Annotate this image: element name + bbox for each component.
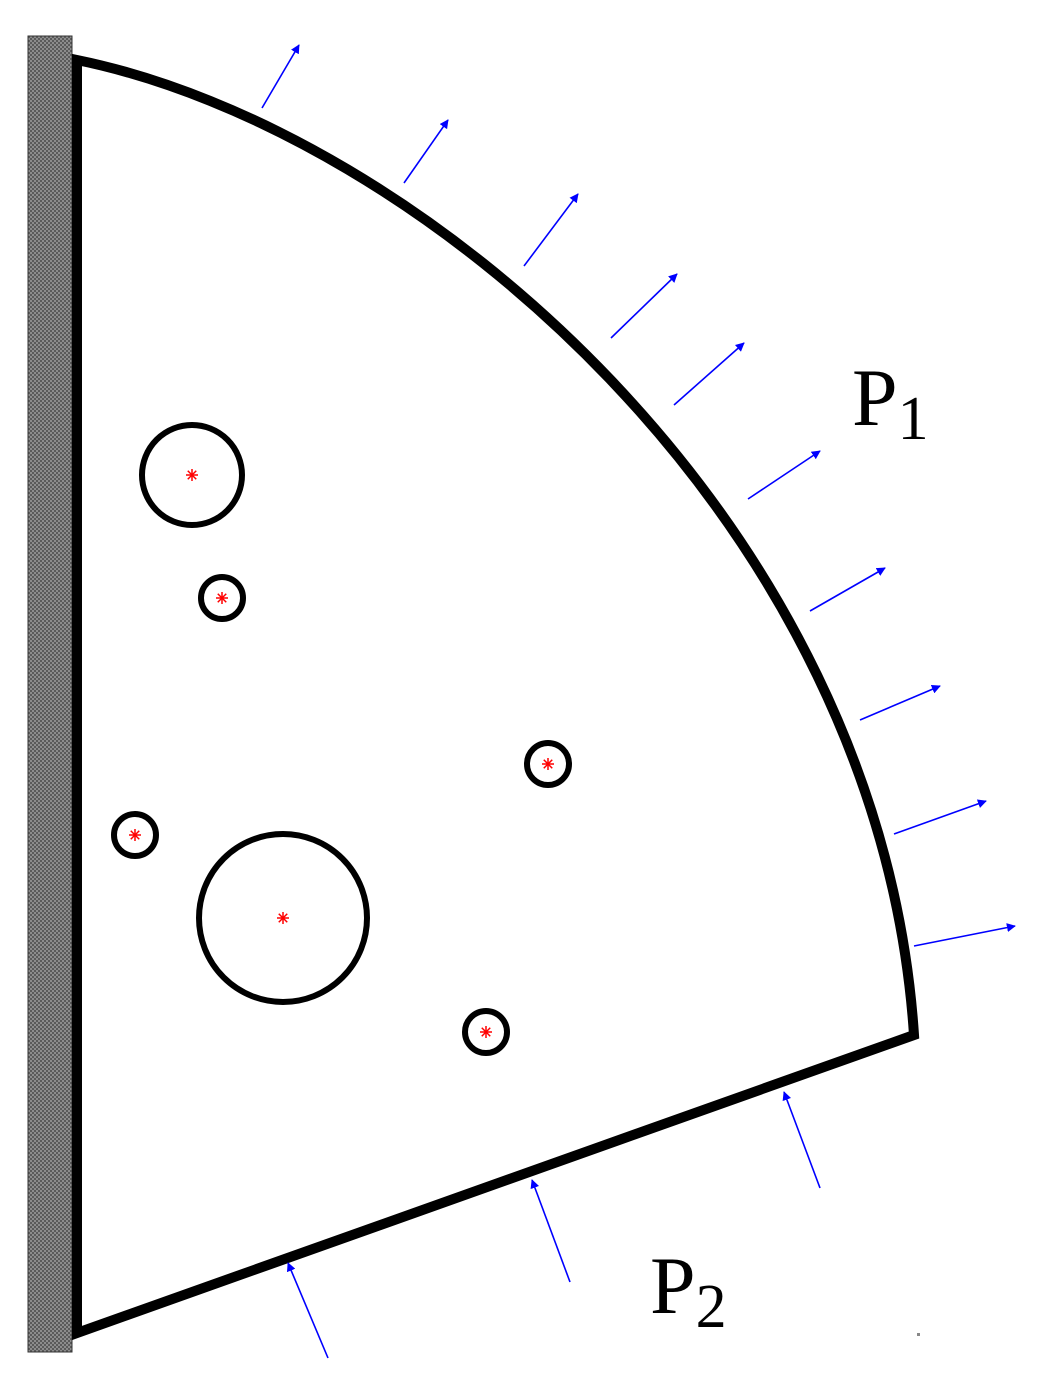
p1-arrow bbox=[261, 44, 300, 109]
asterisk-stroke bbox=[217, 593, 227, 603]
hole-large-lower bbox=[196, 831, 370, 1005]
hole-center-asterisk bbox=[542, 758, 554, 770]
p1-arrow bbox=[809, 567, 886, 612]
label-p2-main: P bbox=[650, 1240, 696, 1331]
hole-center-asterisk bbox=[480, 1026, 492, 1038]
p1-arrow bbox=[403, 119, 449, 184]
asterisk-stroke bbox=[278, 913, 288, 923]
p1-load-arrows bbox=[261, 44, 1016, 947]
holes bbox=[111, 422, 572, 1056]
hole-center-asterisk bbox=[277, 912, 289, 924]
label-p1-main: P bbox=[852, 352, 898, 443]
hole-large-upper bbox=[139, 422, 245, 528]
p2-arrow bbox=[782, 1091, 821, 1189]
hole-small-4 bbox=[462, 1008, 510, 1056]
hole-center-asterisk bbox=[129, 829, 141, 841]
p1-arrow bbox=[893, 799, 987, 835]
label-p2: P2 bbox=[650, 1240, 727, 1341]
hole-center-asterisk bbox=[216, 592, 228, 604]
p1-arrow bbox=[523, 193, 579, 267]
hole-small-3 bbox=[111, 811, 159, 859]
label-p1-sub: 1 bbox=[898, 385, 929, 453]
p1-arrow bbox=[747, 450, 821, 500]
stray-dot bbox=[917, 1333, 920, 1336]
label-p2-sub: 2 bbox=[696, 1273, 727, 1341]
asterisk-stroke bbox=[481, 1027, 491, 1037]
p1-arrow bbox=[859, 685, 941, 721]
hole-small-1 bbox=[198, 574, 246, 622]
asterisk-stroke bbox=[130, 830, 140, 840]
plate-outline bbox=[72, 53, 920, 1341]
hole-center-asterisk bbox=[186, 469, 198, 481]
asterisk-stroke bbox=[543, 759, 553, 769]
p2-arrow bbox=[530, 1179, 571, 1283]
label-p1: P1 bbox=[852, 352, 929, 453]
p1-arrow bbox=[673, 342, 745, 406]
hole-small-2 bbox=[524, 740, 572, 788]
p1-arrow bbox=[610, 273, 678, 339]
fixed-wall-support bbox=[27, 35, 73, 1353]
hole-center-marks bbox=[129, 469, 554, 1038]
p2-arrow bbox=[286, 1262, 329, 1359]
p1-arrow bbox=[913, 923, 1016, 947]
asterisk-stroke bbox=[187, 470, 197, 480]
p2-load-arrows bbox=[286, 1091, 821, 1359]
